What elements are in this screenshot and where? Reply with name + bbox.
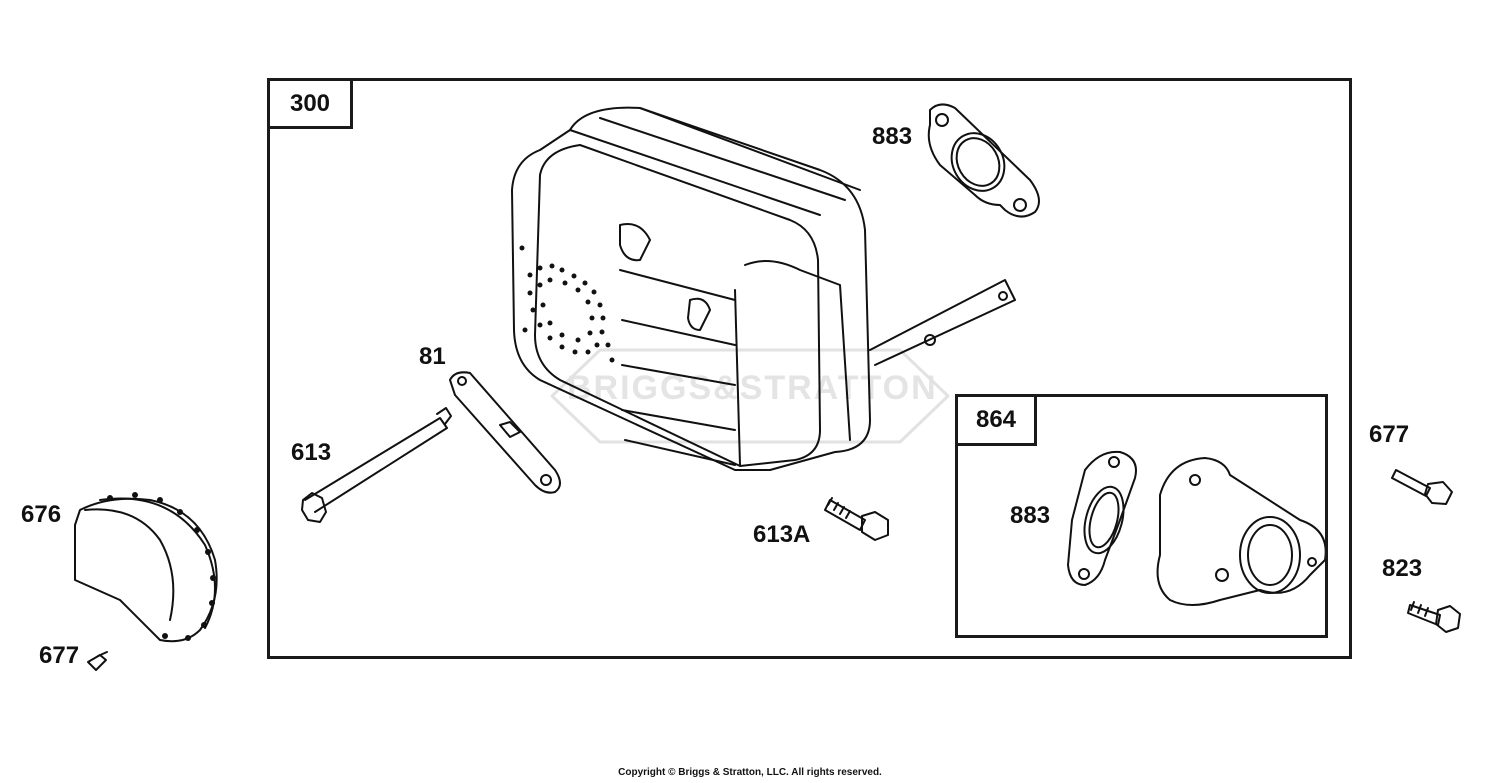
screw-677-right [1391, 469, 1453, 505]
muffler-body [511, 106, 1016, 471]
gasket-864 [1067, 450, 1137, 586]
muffler-guard-676 [74, 492, 218, 643]
callout-81[interactable]: 81 [419, 343, 446, 370]
brand-watermark: BRIGGS&STRATTON [567, 369, 938, 407]
screw-613A [824, 497, 889, 541]
muffler-perforations [519, 245, 615, 363]
copyright-notice: Copyright © Briggs & Stratton, LLC. All … [618, 767, 882, 778]
gasket-top [927, 103, 1040, 218]
screw-823 [1407, 601, 1461, 633]
group-300-frame: 300 [267, 78, 1352, 659]
group-864-tag: 864 [955, 394, 1037, 446]
group-864-frame: 864 [955, 394, 1328, 638]
bolt-613 [301, 407, 452, 523]
screw-677-left [87, 651, 108, 671]
callout-613[interactable]: 613 [291, 439, 332, 466]
group-300-tag: 300 [267, 78, 353, 129]
callout-676[interactable]: 676 [21, 501, 62, 528]
callout-883-inner[interactable]: 883 [1010, 502, 1051, 529]
callout-613A[interactable]: 613A [753, 521, 811, 548]
watermark-emblem [550, 348, 950, 444]
bracket-81 [449, 371, 561, 494]
callout-823[interactable]: 823 [1382, 555, 1423, 582]
callout-677-left[interactable]: 677 [39, 642, 80, 669]
callout-883-top[interactable]: 883 [872, 123, 913, 150]
callout-677-right[interactable]: 677 [1369, 421, 1410, 448]
exhaust-adapter-864 [1156, 457, 1327, 606]
